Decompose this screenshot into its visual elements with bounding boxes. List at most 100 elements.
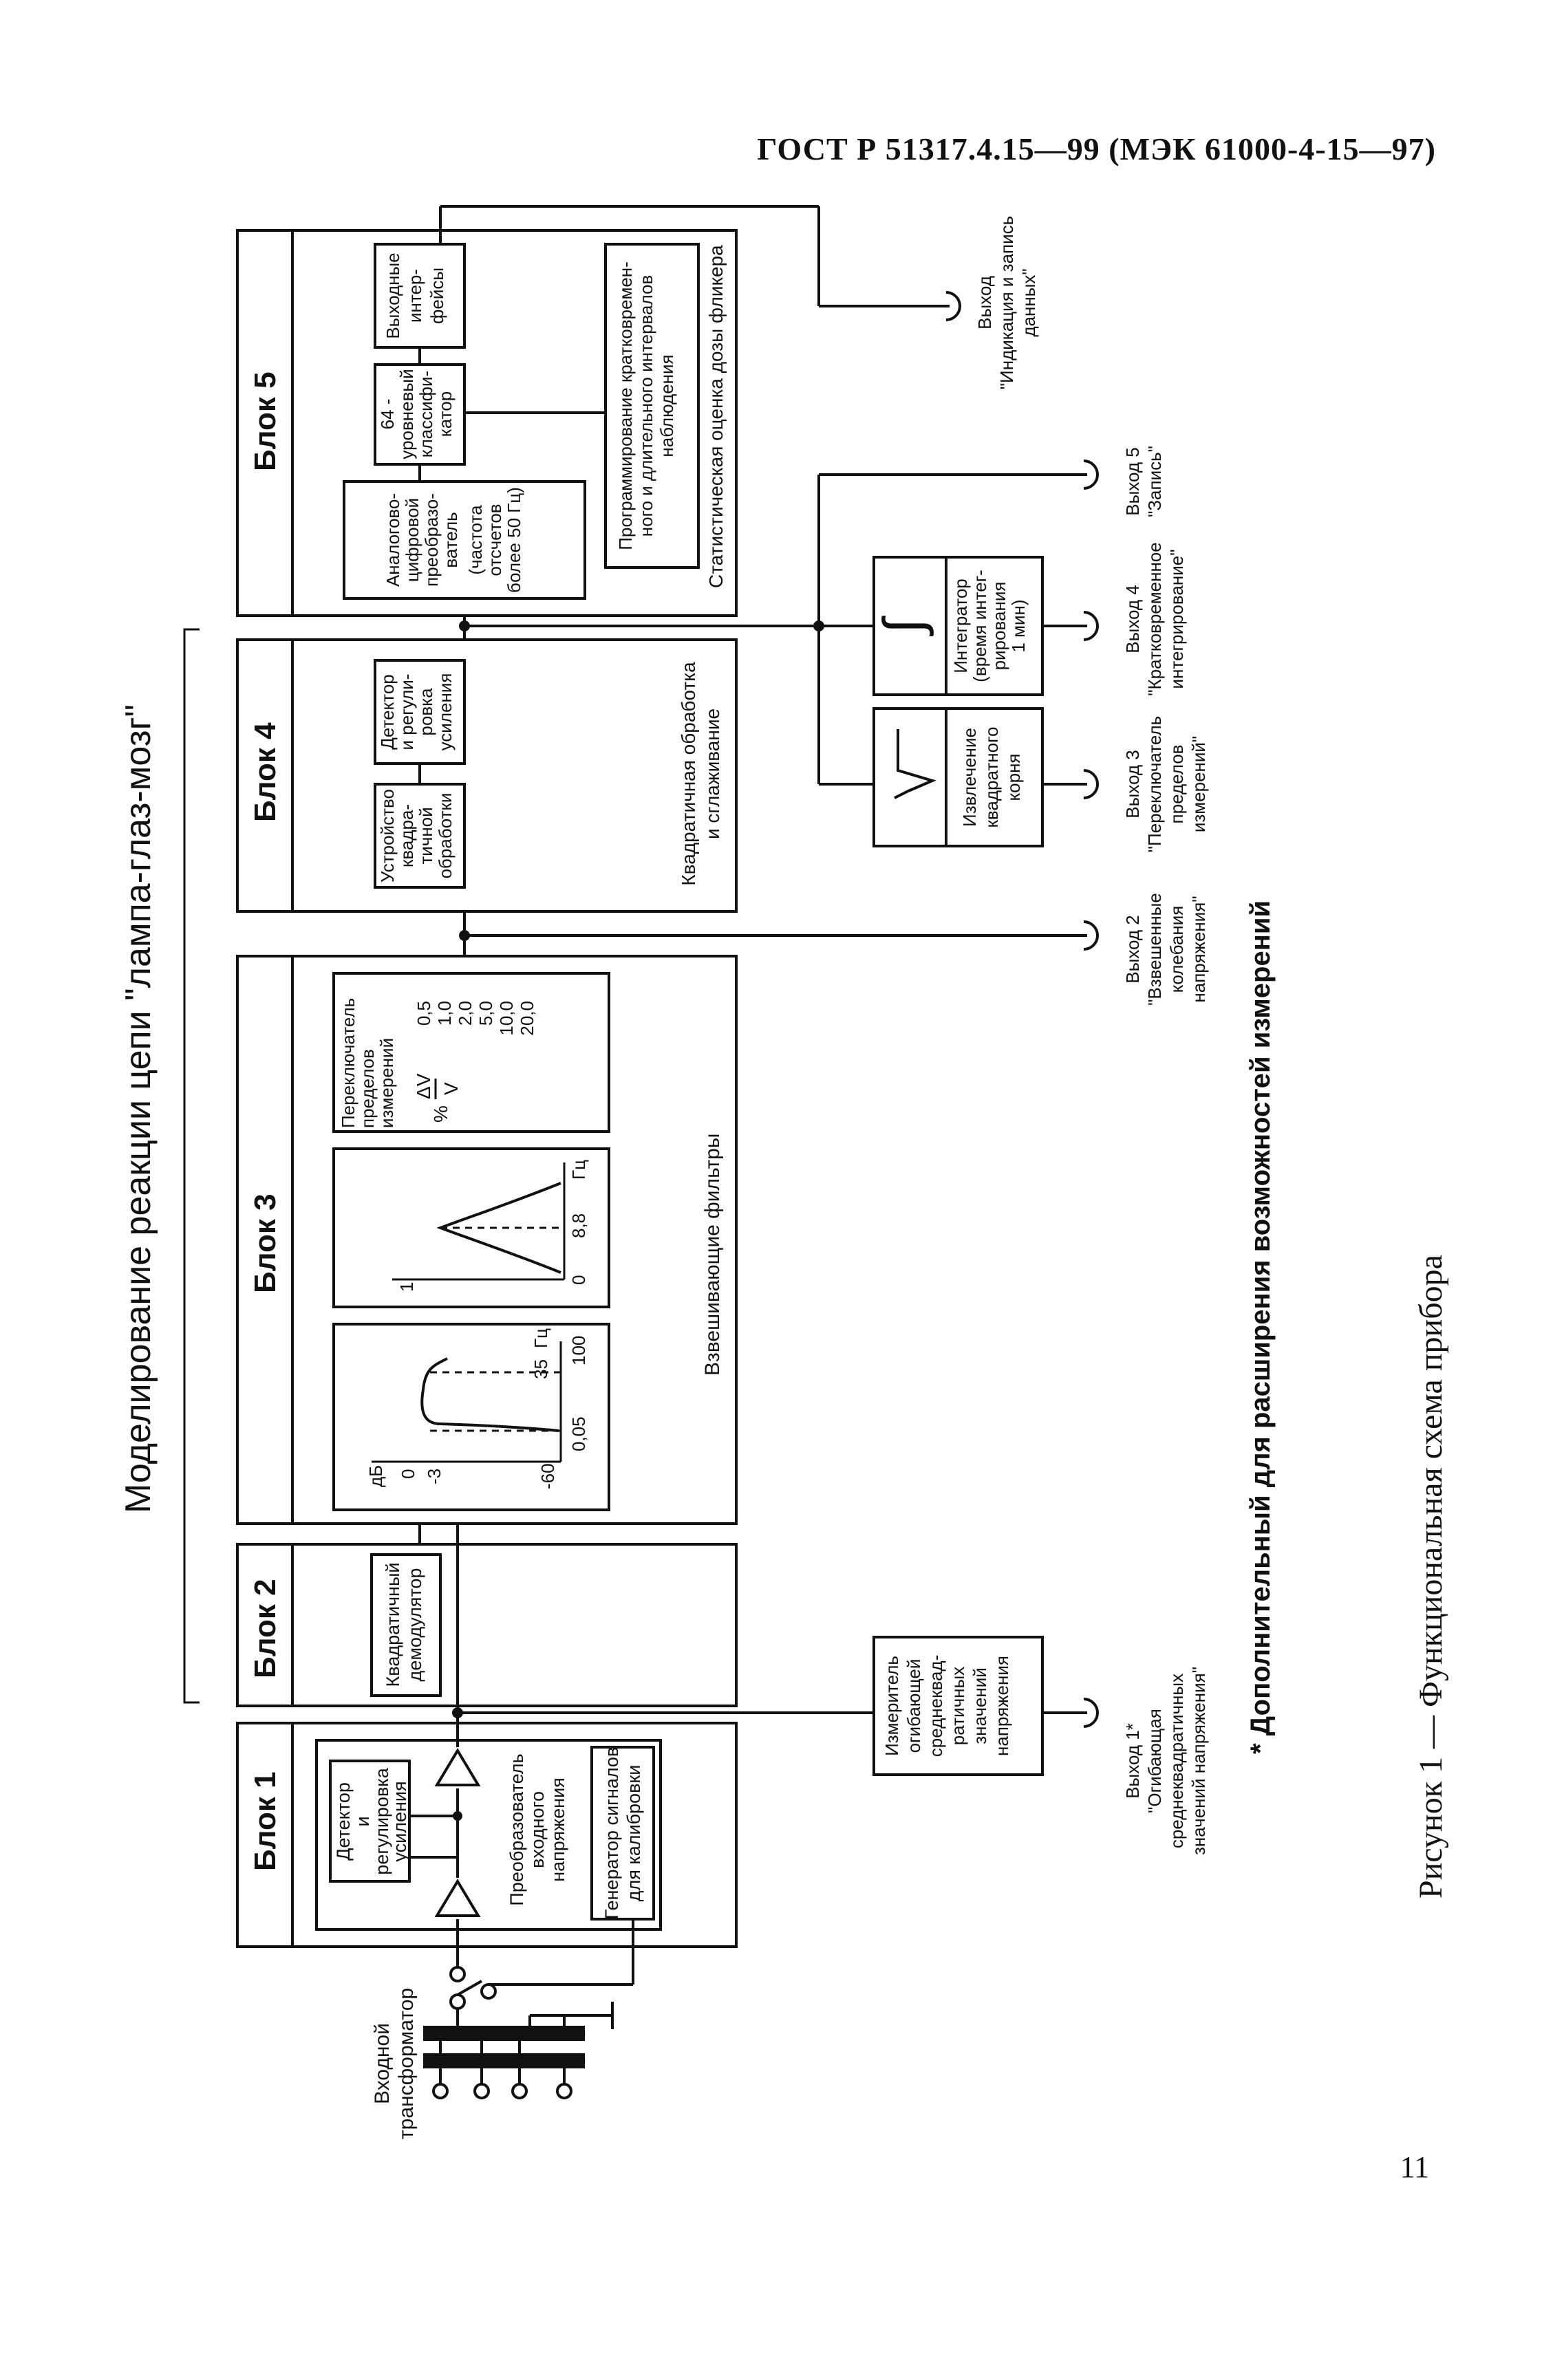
svg-text:уровневый: уровневый [396,369,417,459]
block5-interfaces-box [374,243,466,349]
svg-text:Выход 5: Выход 5 [1122,447,1143,515]
svg-text:Выход 3: Выход 3 [1122,750,1143,818]
block3-title: Блок 3 [248,1193,282,1293]
out1-label: Выход 1* "Огибающая среднеквадратичных з… [1122,1667,1209,1855]
svg-text:Детектор: Детектор [333,1782,354,1861]
svg-text:трансформатор: трансформатор [395,1988,418,2139]
page-number: 11 [1400,2150,1429,2184]
integrator-text: Интегратор (время интег- рирования 1 мин… [950,570,1029,682]
block5-interfaces-text: Выходные интер- фейсы [383,252,447,338]
page-header: ГОСТ Р 51317.4.15—99 (МЭК 61000-4-15—97) [757,131,1436,166]
svg-text:наблюдения: наблюдения [656,354,677,457]
block1-converter-text: Преобразователь входного напряжения [506,1753,568,1905]
svg-text:значений напряжения": значений напряжения" [1188,1667,1209,1855]
svg-text:-60: -60 [537,1463,558,1489]
block4-square-device-text: Устройство квадра- тичной обработки [377,789,456,883]
svg-text:0: 0 [568,1275,589,1285]
svg-text:1 мин): 1 мин) [1008,599,1029,652]
sqrt-icon [894,729,936,799]
svg-text:100: 100 [568,1336,589,1365]
svg-text:фейсы: фейсы [427,268,447,324]
svg-text:пределов: пределов [357,1049,378,1128]
block5-title: Блок 5 [248,371,282,471]
block4-frame [236,638,738,913]
block4-detector-text: Детектор и регули- ровка усиления [377,673,456,751]
svg-text:цифровой: цифровой [402,498,422,582]
svg-text:и регули-: и регули- [396,674,417,750]
svg-text:"Переключатель: "Переключатель [1144,716,1165,852]
block2-title: Блок 2 [248,1579,282,1678]
svg-text:"Взвешенные: "Взвешенные [1144,893,1165,1006]
svg-text:корня: корня [1003,753,1024,801]
svg-text:данных": данных" [1018,268,1039,336]
svg-text:5,0: 5,0 [475,1001,496,1026]
svg-text:Квадратичная обработка: Квадратичная обработка [678,662,699,886]
block1-generator-text: Генератор сигналов для калибровки [601,1747,644,1920]
svg-text:более 50 Гц): более 50 Гц) [504,487,524,593]
svg-text:%: % [430,1105,451,1123]
svg-text:0: 0 [398,1469,418,1479]
svg-text:ΔV: ΔV [413,1073,434,1099]
range-switch-box [332,972,610,1133]
svg-text:классифи-: классифи- [416,371,436,457]
diagram-main-title: Моделирование реакции цепи "лампа-глаз-м… [118,704,158,1513]
block5-programming-box [604,243,700,569]
block5-adc-box [343,480,586,600]
svg-text:ратичных: ратичных [947,1667,968,1745]
integral-icon: ∫ [872,616,934,637]
svg-text:1,0: 1,0 [434,1001,455,1026]
svg-text:Детектор: Детектор [377,674,398,749]
figure-caption: Рисунок 1 — Функциональная схема прибора [1413,1255,1449,1898]
svg-text:напряжения: напряжения [548,1777,568,1882]
block2-demodulator-text: Квадратичный демодулятор [383,1563,425,1687]
svg-text:Преобразователь: Преобразователь [506,1753,527,1905]
svg-text:Интегратор: Интегратор [950,578,971,673]
out4-label: Выход 4 "Кратковременное интегрирование" [1122,542,1187,695]
svg-text:ного и длительного интервалов: ного и длительного интервалов [636,275,656,537]
svg-text:пределов: пределов [1166,745,1187,824]
filter1-labels: дБ 0 -3 -60 0,05 35 100 Гц [365,1328,589,1489]
integrator-box [872,556,1044,696]
block4-title: Блок 4 [248,722,282,822]
filter1-box [332,1323,610,1511]
sqrt-block-box [872,707,1044,847]
rms-meter-box [872,1636,1044,1776]
svg-text:регулировка: регулировка [372,1767,392,1874]
svg-text:"Огибающая: "Огибающая [1144,1709,1165,1813]
input-transformer-label: Входной трансформатор [371,1988,418,2139]
output-connectors [945,291,1100,1728]
rms-meter-text: Измеритель огибающей среднеквад- ратичны… [881,1655,1012,1757]
svg-text:демодулятор: демодулятор [405,1568,425,1682]
block4-square-device-box [374,783,466,889]
svg-text:среднеквадратичных: среднеквадратичных [1166,1674,1187,1848]
svg-text:и: и [352,1816,373,1826]
footnote: * Дополнительный для расширения возможно… [1245,900,1276,1754]
filter1-curve [420,1357,559,1432]
svg-text:Переключатель: Переключатель [338,998,358,1128]
block4-label: Квадратичная обработка и сглаживание [678,662,723,886]
svg-text:8,8: 8,8 [568,1213,589,1238]
svg-text:10,0: 10,0 [496,1001,517,1036]
block3-filters-label: Взвешивающие фильтры [701,1134,724,1376]
out5-label: Выход 5 "Запись" [1122,446,1165,517]
svg-text:катор: катор [435,391,456,437]
svg-text:напряжения: напряжения [992,1656,1012,1756]
block5-programming-text: Программирование кратковремен- ного и дл… [615,261,677,550]
svg-text:Аналогово-: Аналогово- [383,493,403,587]
svg-text:значений: значений [970,1667,990,1744]
range-switch-values: 0,5 1,0 2,0 5,0 10,0 20,0 [414,1001,537,1036]
block2-demodulator-box [370,1553,442,1697]
svg-text:для калибровки: для калибровки [623,1765,644,1902]
transformer-icon [423,2002,614,2099]
svg-text:(время интег-: (время интег- [970,570,990,682]
block5-adc-text: Аналогово- цифровой преобразо- ватель (ч… [383,487,524,593]
range-switch-formula: % ΔV V [413,1073,462,1123]
svg-text:Гц: Гц [531,1328,551,1348]
svg-text:V: V [440,1082,462,1095]
block1-title: Блок 1 [248,1771,282,1871]
svg-text:Гц: Гц [568,1160,589,1180]
svg-text:Измеритель: Измеритель [881,1656,902,1756]
sqrt-text: Извлечение квадратного корня [959,727,1024,828]
out-data-label: Выход "Индикация и запись данных" [974,216,1039,389]
